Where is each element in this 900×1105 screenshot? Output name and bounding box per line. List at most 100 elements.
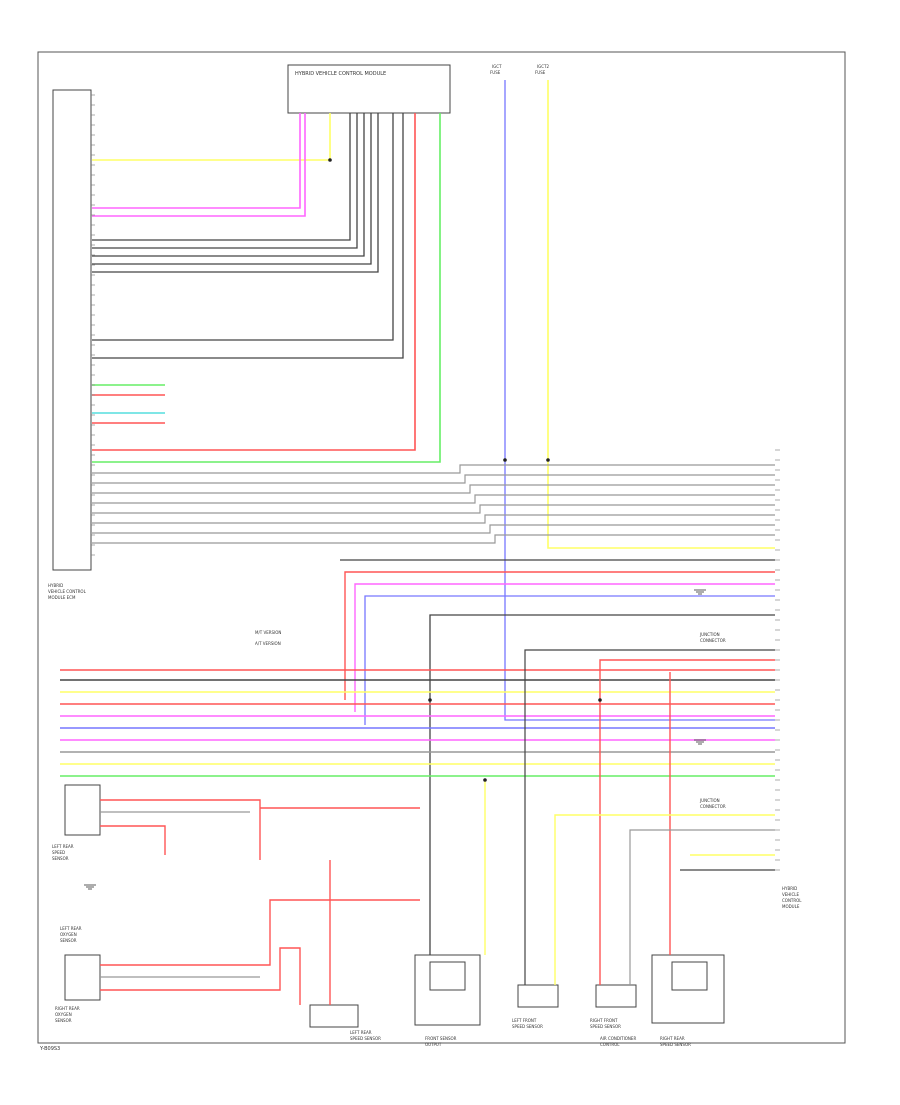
- wire-6: [92, 113, 365, 257]
- bottom-comp-1-inner: [429, 961, 466, 991]
- legend-item-1: M/T VERSION: [255, 630, 281, 635]
- wire-43: [524, 649, 775, 985]
- wires: [60, 80, 775, 1005]
- svg-text:OUTPUT: OUTPUT: [425, 1042, 442, 1047]
- wire-9: [92, 113, 394, 341]
- wire-21: [92, 484, 775, 494]
- left-sensor-3-label: RIGHT REAR OXYGEN SENSOR: [55, 1006, 80, 1023]
- svg-text:LEFT REAR: LEFT REAR: [350, 1030, 372, 1035]
- wire-22: [92, 494, 775, 504]
- splice-icon: [483, 778, 487, 782]
- bottom-comp-4-label: LEFT REAR SPEED SENSOR: [350, 1030, 381, 1041]
- fuse-2: IGCT2 FUSE: [535, 64, 550, 75]
- left-sensor-1-label: LEFT REAR SPEED SENSOR: [52, 844, 74, 861]
- wire-5: [92, 113, 358, 249]
- pin-labels: [91, 94, 780, 871]
- svg-text:MODULE: MODULE: [782, 904, 800, 909]
- wire-20: [92, 474, 775, 484]
- wire-2: [92, 113, 301, 209]
- wire-24: [92, 514, 775, 524]
- svg-text:CONTROL: CONTROL: [600, 1042, 620, 1047]
- icons: [84, 158, 706, 890]
- left-module-label: HYBRID VEHICLE CONTROL MODULE ECM: [48, 583, 87, 600]
- wire-17: [504, 80, 775, 721]
- wire-11: [92, 113, 416, 451]
- diagram-border: [37, 51, 846, 1044]
- wire-49: [100, 899, 420, 966]
- right-module-label: HYBRID VEHICLE CONTROL MODULE: [782, 886, 802, 909]
- bottom-comp-4-box: [309, 1004, 359, 1028]
- svg-text:CONNECTOR: CONNECTOR: [700, 638, 726, 643]
- bottom-comp-2-box: [517, 984, 559, 1008]
- svg-text:RIGHT REAR: RIGHT REAR: [55, 1006, 80, 1011]
- svg-text:SPEED: SPEED: [52, 850, 65, 855]
- page-label: Y-B09S3: [39, 1046, 60, 1052]
- svg-text:FRONT SENSOR: FRONT SENSOR: [425, 1036, 457, 1041]
- ground-icon: [694, 589, 706, 595]
- fuse-1: IGCT FUSE: [490, 64, 502, 75]
- wire-19: [92, 464, 775, 474]
- svg-text:RIGHT FRONT: RIGHT FRONT: [590, 1018, 618, 1023]
- wire-23: [92, 504, 775, 514]
- svg-text:SPEED SENSOR: SPEED SENSOR: [350, 1036, 381, 1041]
- svg-text:LEFT REAR: LEFT REAR: [52, 844, 74, 849]
- wire-47: [100, 825, 166, 855]
- wire-55: [629, 829, 775, 985]
- svg-text:VEHICLE: VEHICLE: [782, 892, 799, 897]
- svg-text:JUNCTION: JUNCTION: [699, 632, 720, 637]
- wire-4: [92, 113, 351, 241]
- bottom-comp-3-box: [595, 984, 637, 1008]
- wire-51: [100, 947, 301, 1005]
- bottom-comp-3-label: RIGHT FRONT SPEED SENSOR: [590, 1018, 621, 1029]
- svg-text:LEFT FRONT: LEFT FRONT: [512, 1018, 537, 1023]
- wire-25: [92, 524, 775, 534]
- svg-text:SENSOR: SENSOR: [60, 938, 77, 943]
- svg-text:HYBRID: HYBRID: [48, 583, 63, 588]
- svg-text:LEFT REAR: LEFT REAR: [60, 926, 82, 931]
- bottom-comp-5-inner: [671, 961, 708, 991]
- wire-45: [100, 799, 261, 860]
- ground-icon: [694, 739, 706, 745]
- svg-text:FUSE: FUSE: [490, 70, 501, 75]
- svg-text:SENSOR: SENSOR: [52, 856, 69, 861]
- bottom-comp-2-label: LEFT FRONT SPEED SENSOR: [512, 1018, 543, 1029]
- left-sensor-3-box: [64, 954, 101, 1001]
- splice-icon: [428, 698, 432, 702]
- ground-icon: [84, 884, 96, 890]
- wire-8: [92, 113, 379, 273]
- wire-54: [554, 814, 775, 985]
- wire-42: [599, 659, 775, 985]
- svg-text:CONTROL: CONTROL: [782, 898, 802, 903]
- svg-text:MODULE ECM: MODULE ECM: [48, 595, 76, 600]
- svg-text:RIGHT REAR: RIGHT REAR: [660, 1036, 685, 1041]
- wire-30: [364, 595, 775, 725]
- wire-28: [344, 571, 775, 700]
- left-sensor-1-box: [64, 784, 101, 836]
- connector-1-label: JUNCTION CONNECTOR: [699, 632, 726, 643]
- wire-1: [92, 113, 331, 161]
- bottom-comp-5-label: RIGHT REAR SPEED SENSOR: [660, 1036, 691, 1047]
- svg-text:IGCT: IGCT: [492, 64, 502, 69]
- wire-29: [354, 583, 775, 712]
- wire-18: [547, 80, 775, 549]
- wire-10: [92, 113, 404, 359]
- splice-icon: [546, 458, 550, 462]
- svg-text:SENSOR: SENSOR: [55, 1018, 72, 1023]
- left-module-box: [52, 89, 92, 571]
- wire-7: [92, 113, 372, 265]
- svg-text:SPEED SENSOR: SPEED SENSOR: [660, 1042, 691, 1047]
- svg-text:OXYGEN: OXYGEN: [60, 932, 77, 937]
- wire-31: [429, 614, 775, 955]
- wire-12: [92, 113, 441, 463]
- top-module-label: HYBRID VEHICLE CONTROL MODULE: [295, 71, 386, 77]
- splice-icon: [598, 698, 602, 702]
- svg-text:OXYGEN: OXYGEN: [55, 1012, 72, 1017]
- svg-text:JUNCTION: JUNCTION: [699, 798, 720, 803]
- svg-text:SPEED SENSOR: SPEED SENSOR: [590, 1024, 621, 1029]
- svg-text:AIR CONDITIONER: AIR CONDITIONER: [600, 1036, 636, 1041]
- wire-3: [92, 113, 306, 217]
- bottom-comp-1-label: FRONT SENSOR OUTPUT: [425, 1036, 457, 1047]
- top-module-box: [287, 64, 451, 114]
